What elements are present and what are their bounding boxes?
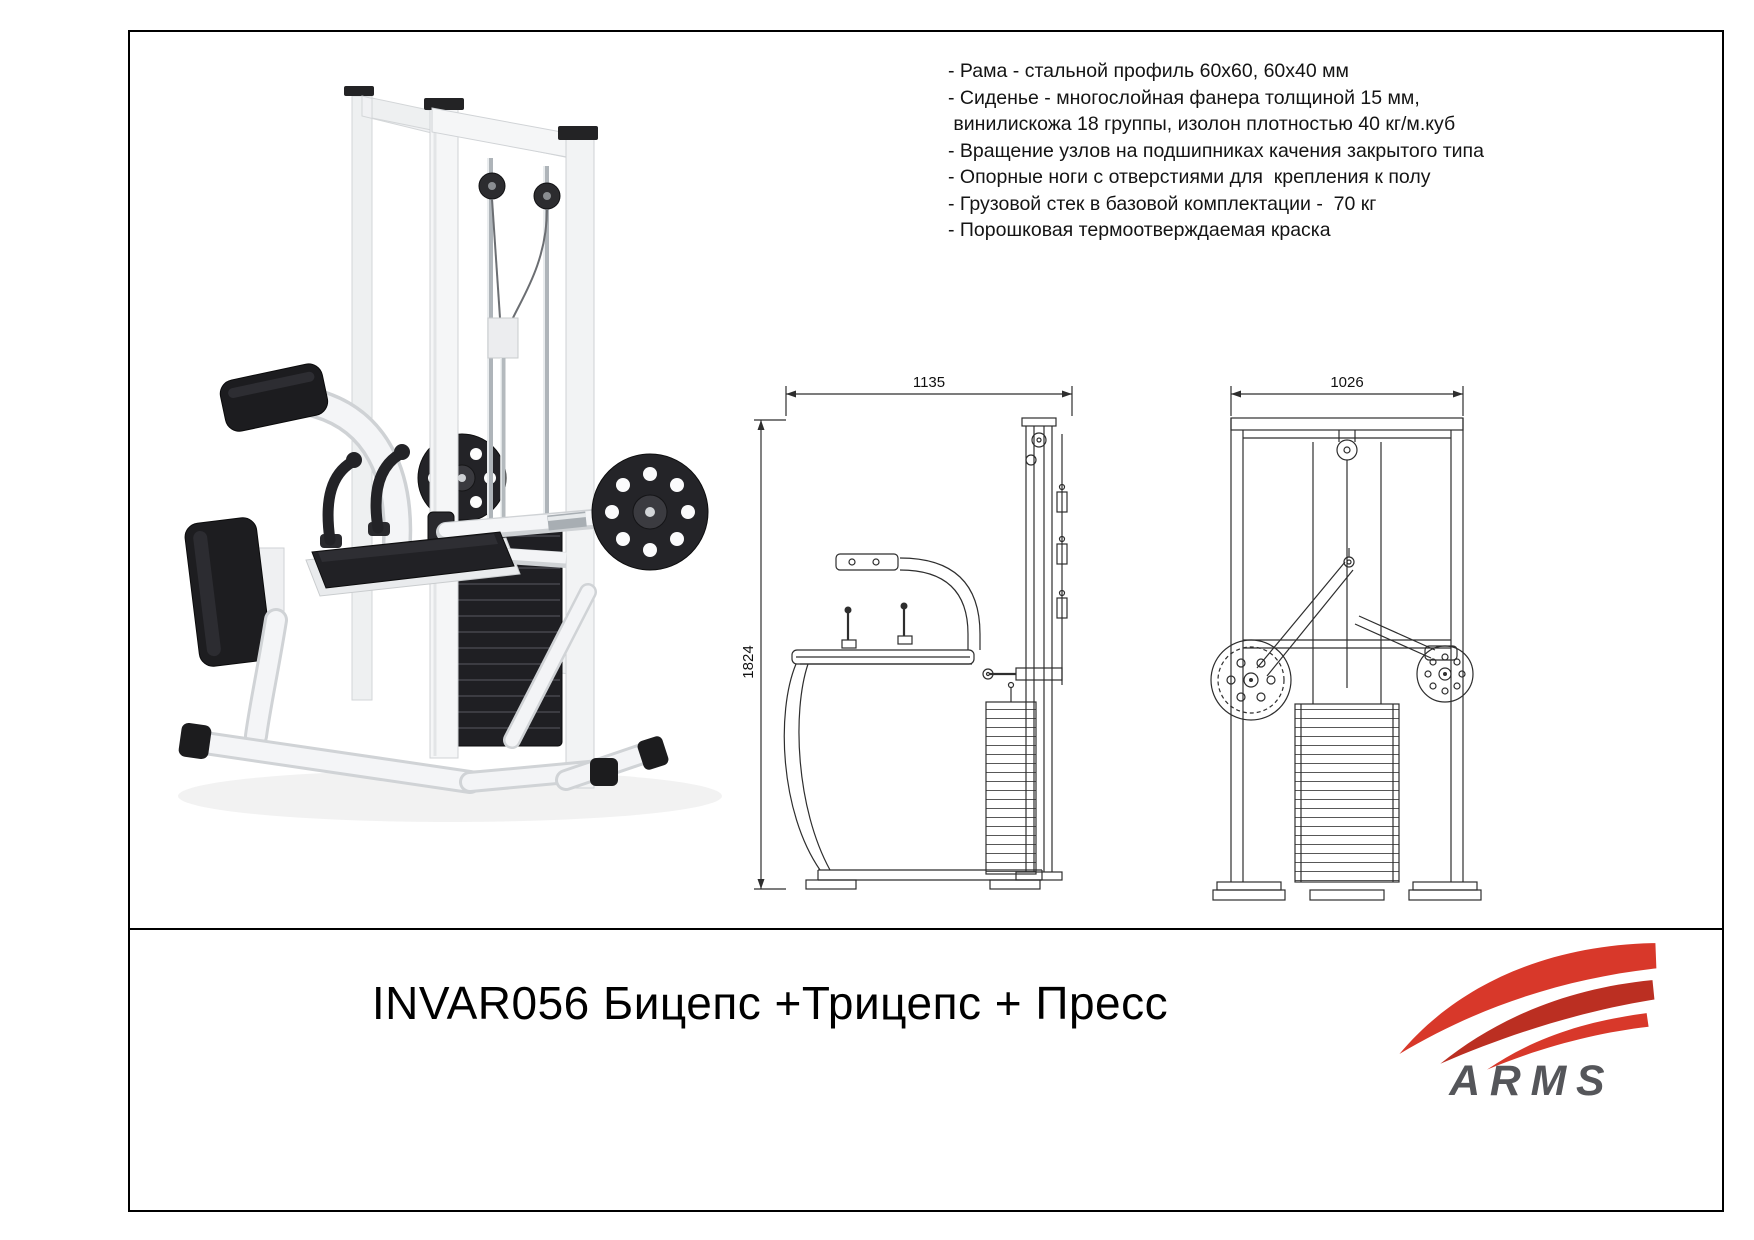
page-title: INVAR056 Бицепс +Трицепс + Пресс <box>371 977 1169 1029</box>
guide-rods-and-pulleys <box>478 158 561 520</box>
arms-logo: ARMS <box>1378 933 1670 1105</box>
dimension-label-side-height: 1824 <box>740 645 757 678</box>
handles <box>320 444 410 548</box>
front-profile <box>1210 417 1482 901</box>
dimension-width-side: 1135 <box>785 374 1073 416</box>
cam-disc-right <box>591 453 709 571</box>
spec-list: - Рама - стальной профиль 60х60, 60х40 м… <box>948 58 1548 244</box>
spec-line: винилискожа 18 группы, изолон плотностью… <box>948 113 1456 135</box>
spec-line: - Вращение узлов на подшипниках качения … <box>948 139 1484 162</box>
arm-pad <box>219 363 329 432</box>
product-render <box>150 82 730 882</box>
dimension-label-side-width: 1135 <box>913 374 945 391</box>
logo-swoosh-icon <box>1399 943 1657 1070</box>
spec-line: - Рама - стальной профиль 60х60, 60х40 м… <box>948 60 1349 82</box>
spec-line: - Порошковая термоотверждаемая краска <box>948 219 1331 241</box>
dimension-width-front: 1026 <box>1230 374 1464 416</box>
diagonal-brace <box>503 583 597 749</box>
spec-line: - Опорные ноги с отверстиями для креплен… <box>948 166 1431 188</box>
side-view-svg: 1135 1824 <box>740 374 1073 890</box>
dimension-height-side: 1824 <box>740 419 786 890</box>
logo-svg: ARMS <box>1399 943 1657 1105</box>
spec-line: - Грузовой стек в базовой комплектации -… <box>948 192 1377 215</box>
side-view-drawing: 1135 1824 <box>740 372 1110 922</box>
weight-stack-side <box>985 701 1037 875</box>
front-view-drawing: 1026 <box>1195 372 1495 922</box>
footer-divider <box>128 928 1724 930</box>
front-view-svg: 1026 <box>1210 374 1482 901</box>
weight-stack-front <box>1294 703 1400 883</box>
machine-3d-render <box>178 86 722 822</box>
spec-line: - Сиденье - многослойная фанера толщиной… <box>948 86 1420 109</box>
brand-text: ARMS <box>1448 1057 1614 1105</box>
back-pad <box>184 517 272 667</box>
side-profile <box>783 417 1068 890</box>
dimension-label-front-width: 1026 <box>1330 374 1363 391</box>
base-feet <box>178 608 669 794</box>
seat-assembly <box>184 363 567 667</box>
